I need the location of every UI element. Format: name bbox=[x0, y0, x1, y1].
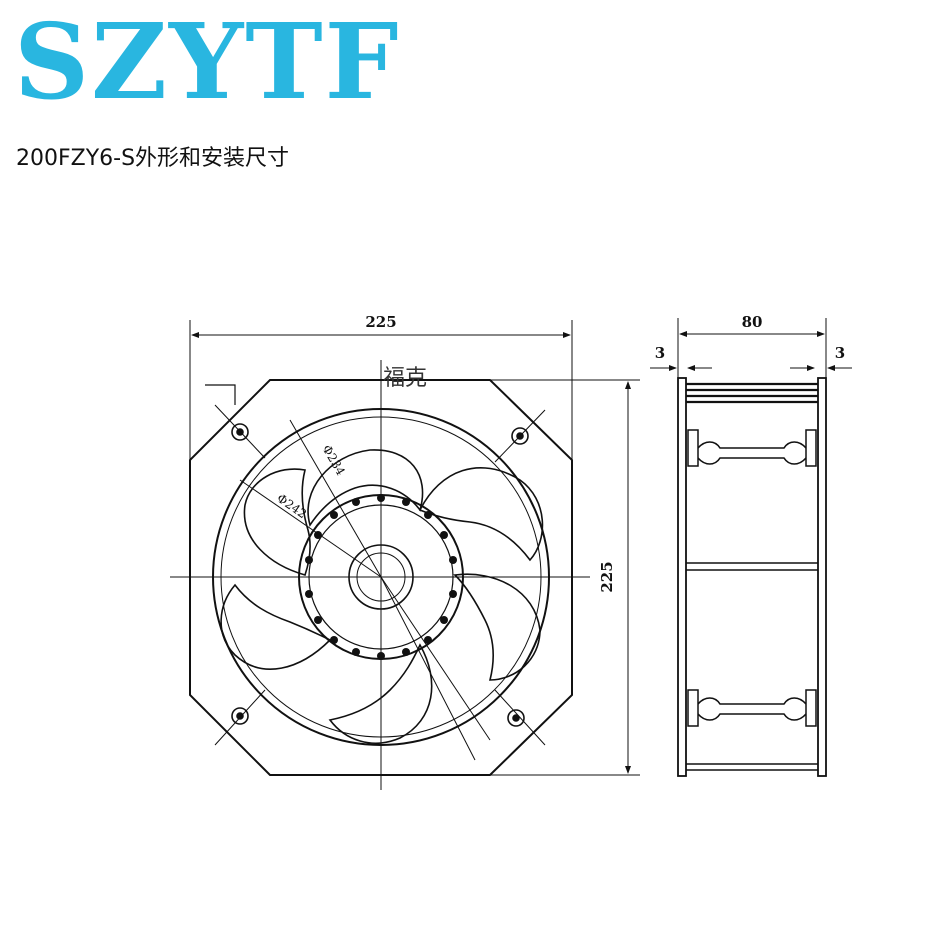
lower-strut-bottom bbox=[697, 713, 807, 721]
front-view bbox=[170, 320, 640, 790]
upper-right-lug bbox=[805, 429, 817, 467]
depth-label: 80 bbox=[742, 313, 763, 331]
side-view bbox=[650, 318, 852, 777]
left-flange bbox=[677, 377, 687, 777]
right-flange bbox=[817, 377, 827, 777]
height-label: 225 bbox=[598, 561, 616, 592]
hub-bolts bbox=[305, 494, 457, 660]
fan-blades bbox=[220, 449, 544, 744]
brand-logo: SZYTF bbox=[14, 0, 401, 123]
watermark-text: 福克 bbox=[383, 366, 427, 391]
right-flange-label: 3 bbox=[835, 344, 845, 362]
blade-2 bbox=[418, 466, 544, 562]
lower-right-lug bbox=[805, 689, 817, 727]
mounting-holes bbox=[231, 423, 529, 727]
upper-left-lug bbox=[687, 429, 699, 467]
top-band bbox=[686, 382, 818, 404]
bracket-mark bbox=[205, 384, 236, 405]
width-label: 225 bbox=[365, 313, 396, 331]
dia-outer-label: Φ242 bbox=[274, 491, 309, 521]
upper-strut-bottom bbox=[697, 457, 807, 465]
drawing-title: 200FZY6-S外形和安装尺寸 bbox=[16, 146, 290, 171]
blade-3 bbox=[453, 573, 541, 681]
blade-4 bbox=[328, 643, 433, 744]
upper-strut-top bbox=[697, 441, 807, 449]
blade-5 bbox=[220, 583, 332, 670]
blade-1 bbox=[307, 449, 424, 527]
lower-strut-top bbox=[697, 697, 807, 705]
lower-left-lug bbox=[687, 689, 699, 727]
center-lines bbox=[170, 360, 590, 790]
left-flange-label: 3 bbox=[655, 344, 665, 362]
